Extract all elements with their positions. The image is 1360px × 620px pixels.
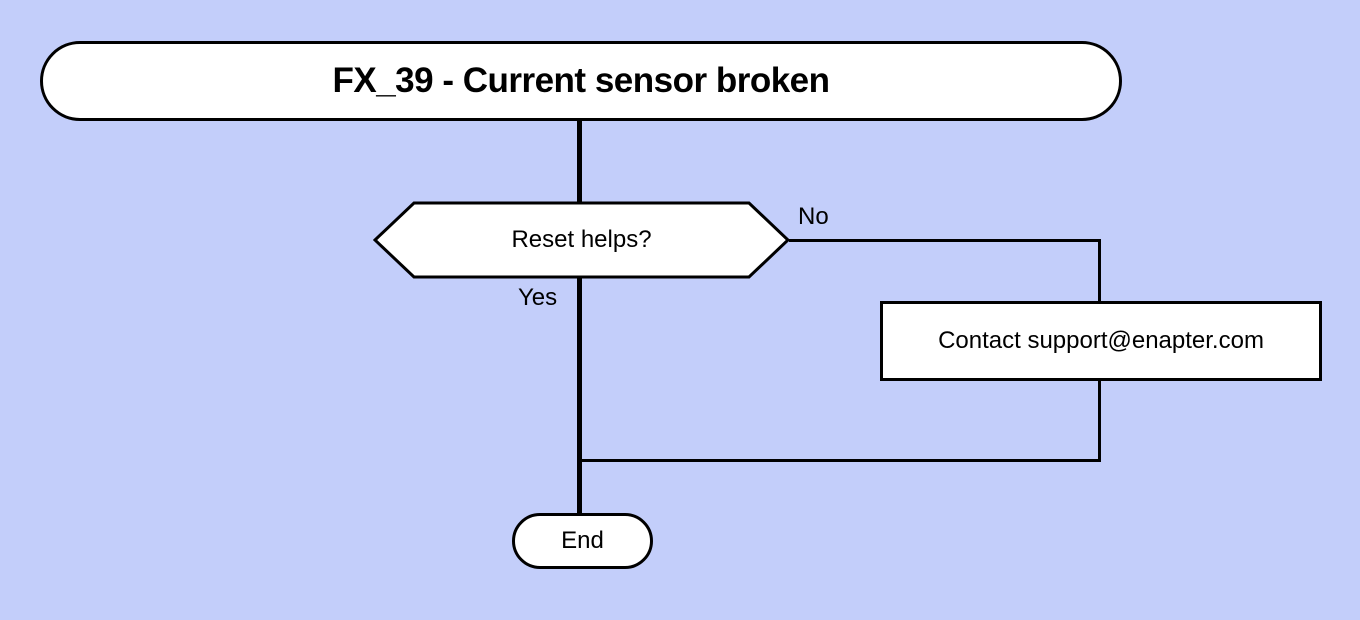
edge-label-no: No: [798, 203, 829, 230]
flow-line-return-horizontal: [580, 459, 1101, 462]
process-node-contact-support: Contact support@enapter.com: [880, 301, 1322, 381]
decision-hexagon-shape: [373, 201, 790, 279]
process-node-label: Contact support@enapter.com: [938, 327, 1264, 354]
edge-label-yes: Yes: [518, 284, 558, 311]
flow-line-yes-to-end: [577, 277, 582, 516]
flow-line-title-to-decision: [577, 119, 582, 204]
end-node: End: [512, 513, 653, 569]
title-node-label: FX_39 - Current sensor broken: [332, 61, 830, 100]
decision-node: Reset helps?: [373, 201, 790, 279]
decision-node-label: Reset helps?: [511, 226, 652, 253]
title-node: FX_39 - Current sensor broken: [40, 41, 1122, 121]
flow-line-no-down-to-process: [1098, 239, 1101, 304]
end-node-label: End: [561, 527, 604, 554]
flow-line-process-down: [1098, 379, 1101, 462]
flow-line-no-horizontal: [789, 239, 1101, 242]
